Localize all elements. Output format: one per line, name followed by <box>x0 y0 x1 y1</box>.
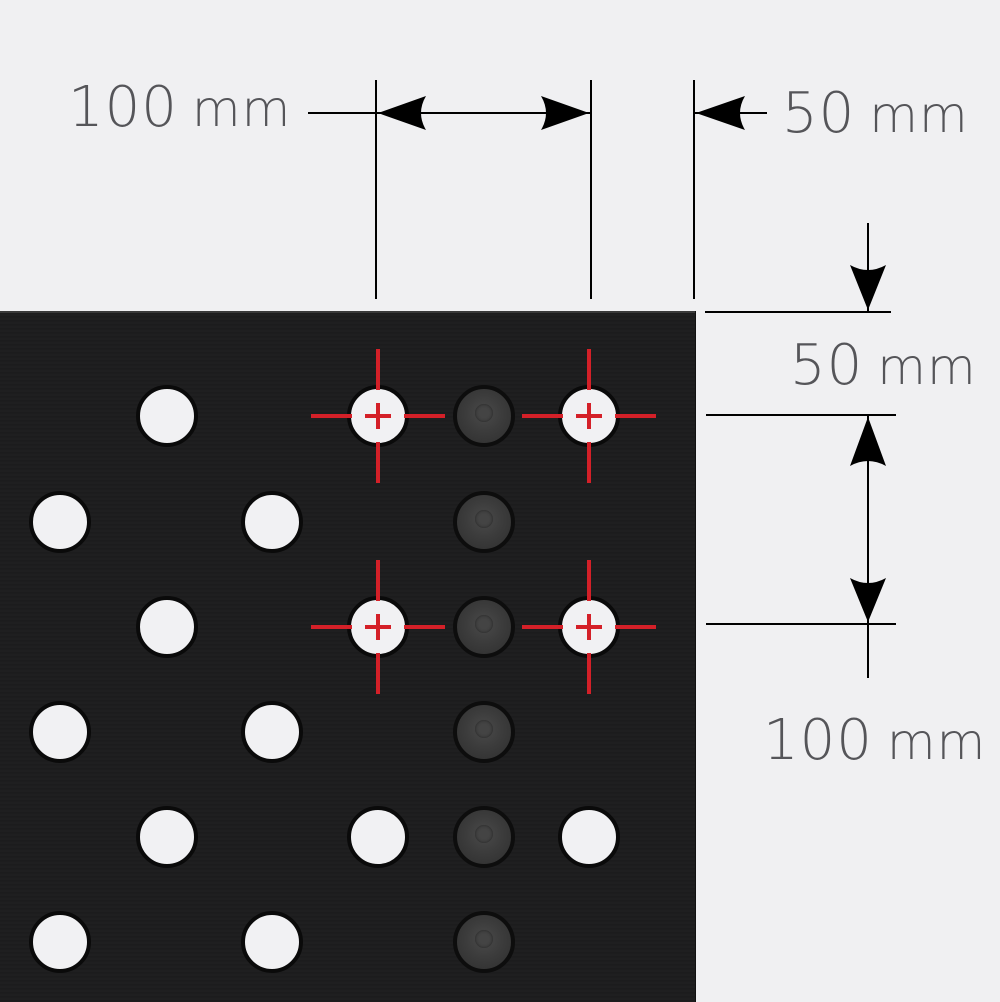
open-hole <box>136 385 198 447</box>
plugged-hole <box>453 911 515 973</box>
open-hole <box>29 911 91 973</box>
crosshair-marker-icon <box>522 560 656 694</box>
label-unit: mm <box>877 338 977 396</box>
label-value: 100 <box>68 75 178 140</box>
label-value: 100 <box>763 708 873 773</box>
plugged-hole <box>453 806 515 868</box>
arrow-down-icon <box>850 578 886 622</box>
label-unit: mm <box>191 80 292 138</box>
plug-nub <box>475 825 493 844</box>
open-hole <box>241 491 303 553</box>
plug-nub <box>475 720 493 739</box>
arrowheads <box>378 96 886 622</box>
arrow-right-icon <box>541 96 589 130</box>
open-hole <box>241 701 303 763</box>
plugged-hole <box>453 596 515 658</box>
plug-nub <box>475 404 493 423</box>
open-hole <box>29 491 91 553</box>
plugged-hole <box>453 491 515 553</box>
plugged-hole <box>453 701 515 763</box>
open-hole <box>241 911 303 973</box>
crosshair-marker-icon <box>311 349 445 483</box>
label-unit: mm <box>869 86 969 144</box>
plugged-hole <box>453 385 515 447</box>
label-value: 50 <box>790 333 864 398</box>
open-hole <box>29 701 91 763</box>
plug-nub <box>475 930 493 949</box>
crosshair-marker-icon <box>311 560 445 694</box>
open-hole <box>347 806 409 868</box>
label-value: 50 <box>782 81 856 146</box>
crosshair-marker-icon <box>522 349 656 483</box>
arrow-left-icon <box>696 96 745 130</box>
plug-nub <box>475 615 493 634</box>
arrow-down-icon <box>850 265 886 310</box>
arrow-left-icon <box>378 96 426 130</box>
arrow-up-icon <box>850 417 886 466</box>
open-hole <box>136 596 198 658</box>
open-hole <box>136 806 198 868</box>
plug-nub <box>475 510 493 529</box>
open-hole <box>558 806 620 868</box>
label-unit: mm <box>886 713 987 771</box>
